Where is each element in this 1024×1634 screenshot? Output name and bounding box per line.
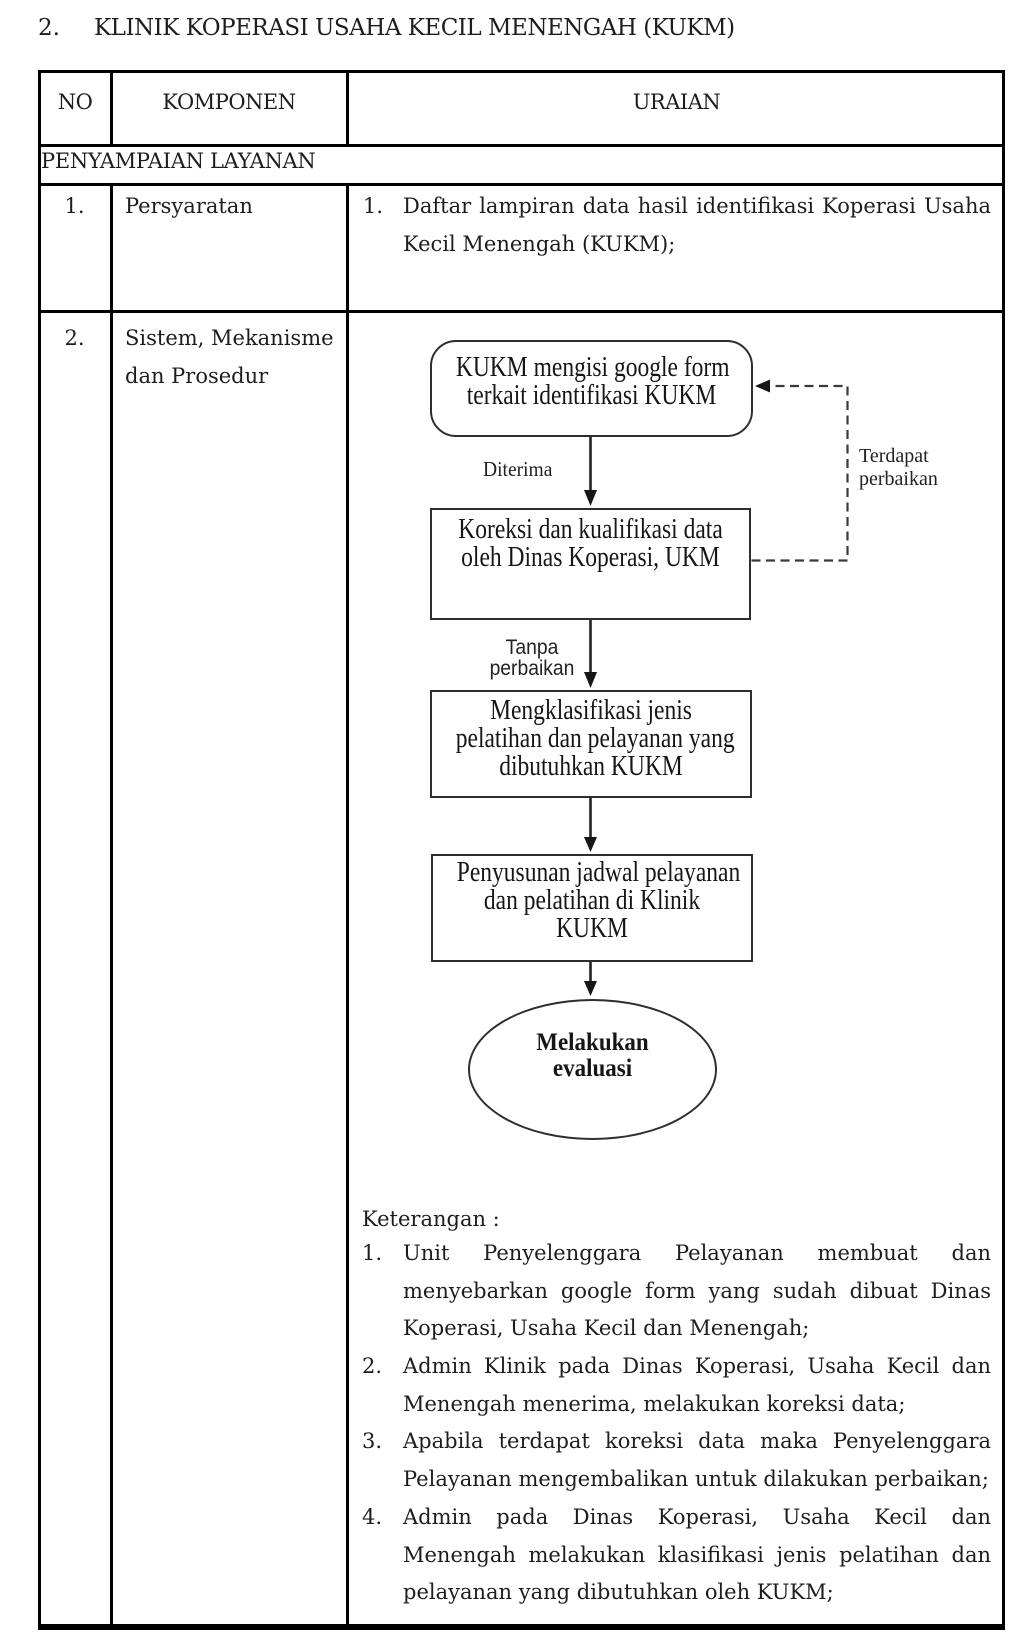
flowchart-terminator-evaluasi: [468, 999, 717, 1140]
flowchart-box-google-form: [430, 340, 753, 437]
page-title: KLINIK KOPERASI USAHA KECIL MENENGAH (KU…: [94, 15, 735, 41]
column-header-uraian: URAIAN: [632, 90, 721, 114]
keterangan-item3-text: Apabila terdapat koreksi data maka Penye…: [403, 1429, 991, 1491]
keterangan-item1-text: Unit Penyelenggara Pelayanan membuat dan…: [403, 1241, 991, 1341]
table-hline-row1: [38, 310, 1005, 313]
flowchart-label-diterima: Diterima: [483, 457, 553, 481]
row1-uraian-item-number: 1.: [363, 194, 384, 218]
row2-no: 2.: [64, 326, 85, 350]
keterangan-item2-text: Admin Klinik pada Dinas Koperasi, Usaha …: [403, 1354, 991, 1416]
table-outer-border: [38, 70, 1005, 1630]
heading-number: 2.: [38, 15, 60, 41]
table-vline2-header: [345, 70, 349, 145]
keterangan-title: Keterangan :: [362, 1207, 500, 1231]
flowchart-box-koreksi: [430, 508, 751, 620]
column-header-no: NO: [57, 90, 93, 114]
row1-uraian-text: Daftar lampiran data hasil identifikasi …: [403, 194, 991, 256]
table-vline2-body: [345, 183, 349, 1630]
keterangan-item4-number: 4.: [362, 1505, 383, 1529]
keterangan-item2-number: 2.: [362, 1354, 383, 1378]
keterangan-item4-text: Admin pada Dinas Koperasi, Usaha Kecil d…: [403, 1505, 991, 1605]
flowchart-box-jadwal: [431, 854, 753, 962]
section-row-label: PENYAMPAIAN LAYANAN: [41, 149, 316, 173]
table-vline1-body: [109, 183, 113, 1630]
keterangan-item1-number: 1.: [362, 1241, 383, 1265]
table-hline-section: [38, 183, 1005, 186]
flowchart-box-klasifikasi: [430, 690, 752, 798]
row1-komponen: Persyaratan: [125, 194, 253, 218]
table-hline-header: [38, 144, 1005, 147]
row1-no: 1.: [64, 194, 85, 218]
column-header-komponen: KOMPONEN: [162, 90, 296, 114]
table-vline1-header: [109, 70, 113, 147]
keterangan-item3-number: 3.: [362, 1429, 383, 1453]
